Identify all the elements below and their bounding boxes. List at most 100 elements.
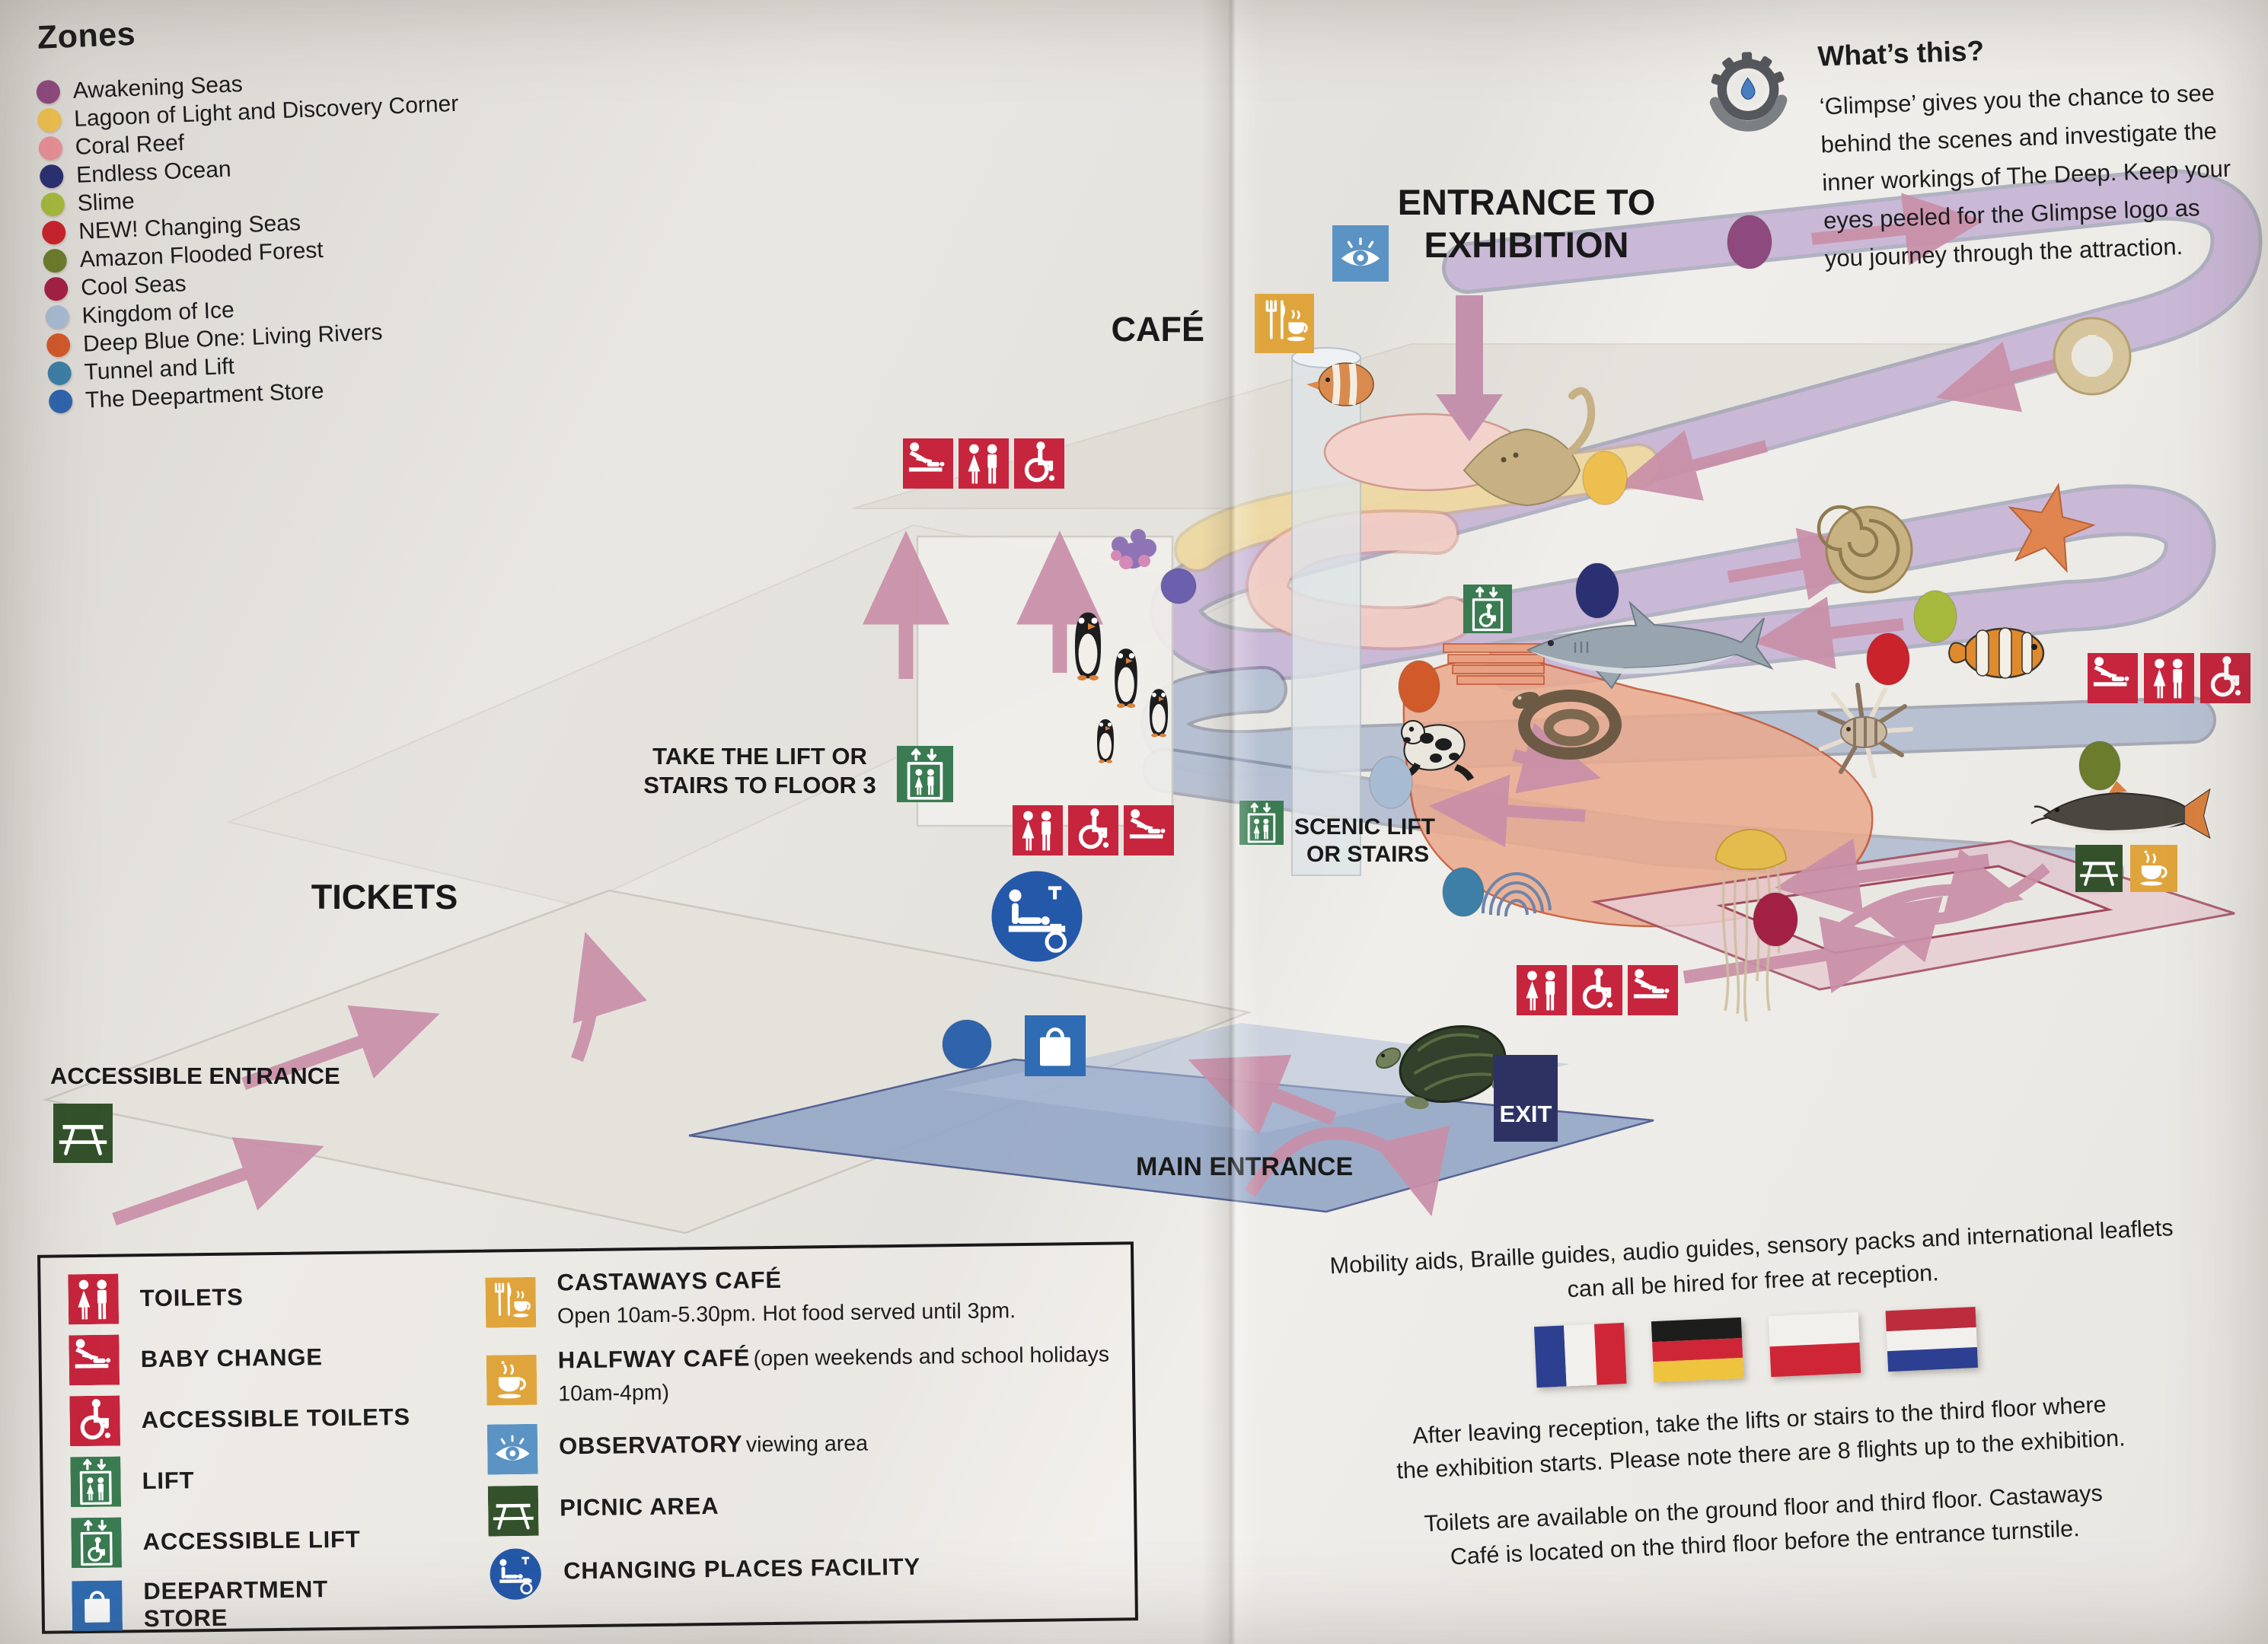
glimpse-gear-droplet-icon xyxy=(1703,45,1793,135)
accessible-entrance-label: ACCESSIBLE ENTRANCE xyxy=(50,1063,340,1089)
shark xyxy=(1526,600,1774,690)
coral-dot xyxy=(1160,568,1197,604)
legend-item: HALFWAY CAFÉ (open weekends and school h… xyxy=(486,1339,1127,1413)
zone-color-dot xyxy=(39,164,64,189)
legend-item: PICNIC AREA xyxy=(488,1478,1128,1536)
glimpse-info: What’s this? ‘Glimpse’ gives you the cha… xyxy=(1703,18,2267,282)
baby-change-icon xyxy=(2088,653,2138,703)
zone-color-dot xyxy=(43,248,68,273)
starfish xyxy=(2008,483,2096,573)
clownfish xyxy=(1947,627,2045,679)
dot-slime xyxy=(1913,590,1957,643)
stingray xyxy=(1463,387,1596,507)
scenic-lift-label-2: OR STAIRS xyxy=(1306,842,1429,867)
dot-awakening-seas xyxy=(1727,215,1772,269)
dot-changing-seas xyxy=(1866,632,1910,686)
take-lift-label-1: TAKE THE LIFT OR xyxy=(652,743,867,769)
flag-netherlands xyxy=(1885,1306,1979,1372)
flag-poland xyxy=(1768,1311,1861,1378)
accessible-toilets-icon xyxy=(1068,805,1118,855)
legend-item: OBSERVATORY viewing area xyxy=(487,1416,1128,1474)
dot-lagoon-of-light xyxy=(1582,451,1628,505)
shark-jaw-fossil xyxy=(2053,317,2132,396)
zone-color-dot xyxy=(40,192,65,217)
map-labels: ENTRANCE TO EXHIBITION CAFÉ TAKE THE LIF… xyxy=(50,182,1655,1181)
deepartment-store-icon xyxy=(72,1580,123,1631)
scenic-lift-icon xyxy=(1239,801,1284,845)
zone-color-dot xyxy=(48,389,73,414)
visitor-info: Mobility aids, Braille guides, audio gui… xyxy=(1250,1207,2267,1602)
legend-item: ACCESSIBLE TOILETS xyxy=(69,1391,474,1446)
exit-label: EXIT xyxy=(1500,1101,1552,1127)
dot-cool-seas xyxy=(1753,892,1798,947)
turtle xyxy=(1376,1024,1513,1110)
facilities-legend: TOILETS BABY CHANGE ACCESSIBLE TOILETS L… xyxy=(37,1241,1138,1634)
dot-deepartment-store xyxy=(942,1019,992,1069)
accessible-toilets-icon xyxy=(69,1396,120,1447)
red-tailed-catfish xyxy=(2030,781,2211,840)
toilets-icon xyxy=(2144,653,2194,703)
toilets-icon xyxy=(68,1274,119,1325)
dot-endless-ocean xyxy=(1575,562,1619,619)
poison-dart-frog xyxy=(1401,720,1474,781)
baby-change-icon xyxy=(1628,965,1678,1015)
exit-sign: EXIT xyxy=(1494,1055,1558,1142)
accessible-toilets-icon xyxy=(1014,438,1064,489)
toilets-icon xyxy=(959,438,1009,489)
dot-kingdom-of-ice xyxy=(1369,756,1413,809)
castaways-cafe-icon xyxy=(485,1276,536,1327)
scenic-lift-label-1: SCENIC LIFT xyxy=(1294,814,1435,840)
picnic-area-icon xyxy=(488,1486,539,1537)
baby-change-icon xyxy=(1124,805,1174,855)
coral xyxy=(1111,529,1156,569)
lift-icon xyxy=(897,746,953,802)
dot-deep-blue-one xyxy=(1398,660,1440,713)
accessible-lift-icon xyxy=(71,1517,122,1568)
tickets-label: TICKETS xyxy=(311,878,458,916)
accessible-toilets-icon xyxy=(1572,965,1622,1015)
zone-color-dot xyxy=(47,361,72,386)
flag-france xyxy=(1534,1322,1627,1388)
changing-places-icon xyxy=(489,1547,543,1601)
halfway-cafe-icon xyxy=(2130,845,2177,892)
route-arrows xyxy=(112,193,2090,1226)
changing-places-icon xyxy=(991,871,1082,961)
zone-color-dot xyxy=(38,135,63,161)
tickets-floor xyxy=(42,889,1252,1235)
castaways-cafe-icon xyxy=(1255,294,1314,353)
zone-color-dot xyxy=(41,220,66,245)
butterflyfish xyxy=(1306,362,1374,406)
accessible-toilets-icon xyxy=(2200,653,2250,703)
lift-icon xyxy=(70,1457,121,1508)
cafe-label: CAFÉ xyxy=(1112,310,1205,349)
legend-item: CHANGING PLACES FACILITY xyxy=(489,1540,1129,1601)
toilets-icon xyxy=(1013,805,1063,855)
zones-legend: Zones Awakening Seas Lagoon of Light and… xyxy=(33,3,471,416)
glimpse-heading: What’s this? xyxy=(1817,34,1985,72)
main-entrance-label: MAIN ENTRANCE xyxy=(1136,1152,1353,1181)
zone-color-dot xyxy=(45,304,70,330)
picnic-area-icon xyxy=(2075,845,2123,892)
baby-change-icon xyxy=(903,438,953,489)
legend-item: TOILETS xyxy=(68,1270,472,1324)
observatory-icon xyxy=(1332,225,1389,282)
legend-item: BABY CHANGE xyxy=(69,1330,473,1385)
halfway-cafe-icon xyxy=(486,1354,537,1405)
entrance-label-1: ENTRANCE TO xyxy=(1398,182,1656,222)
accessible-lift-icon xyxy=(1463,585,1512,633)
zone-color-dot xyxy=(37,107,62,132)
toilets-icon xyxy=(1517,965,1567,1015)
map-zone-dots xyxy=(942,215,2121,1069)
deepartment-store-icon xyxy=(1025,1015,1086,1076)
zone-color-dot xyxy=(36,79,61,104)
creature-illustrations xyxy=(1074,317,2211,1110)
take-lift-label-2: STAIRS TO FLOOR 3 xyxy=(643,772,876,798)
legend-item: ACCESSIBLE LIFT xyxy=(71,1513,475,1568)
entrance-arrow xyxy=(1436,295,1503,441)
lionfish xyxy=(1817,683,1913,779)
tunnel-graphic xyxy=(1481,871,1552,917)
anaconda-snake xyxy=(1512,690,1622,760)
ammonite-fossil xyxy=(1817,505,1913,594)
